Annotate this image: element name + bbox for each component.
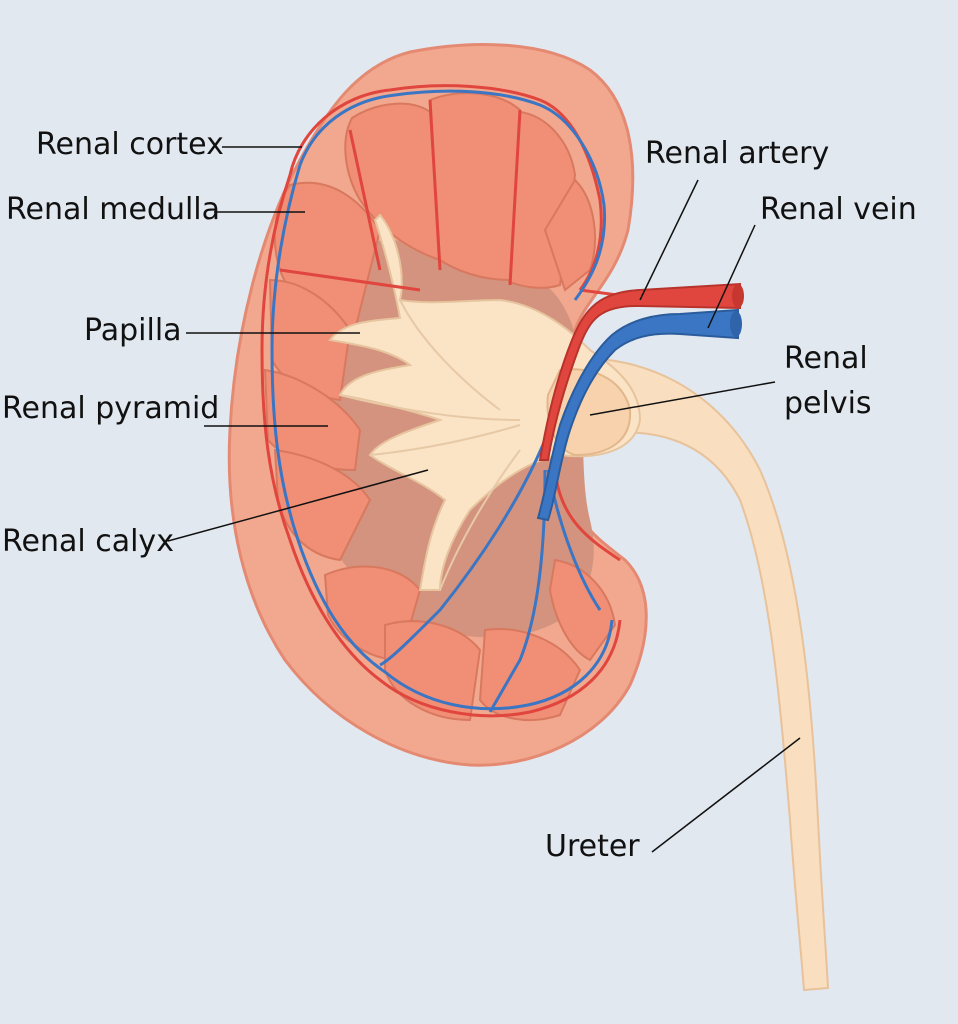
label-renal-medulla: Renal medulla: [6, 192, 221, 227]
label-renal-cortex: Renal cortex: [36, 127, 224, 162]
label-renal-pelvis: Renal pelvis: [784, 336, 872, 426]
label-renal-calyx: Renal calyx: [2, 524, 174, 559]
leader-ureter: [651, 737, 801, 853]
pyramid-8: [273, 448, 372, 562]
leader-lines: [167, 146, 801, 853]
leader-renal-vein: [707, 224, 756, 329]
label-renal-artery: Renal artery: [645, 136, 830, 171]
renal-vein-end: [730, 311, 742, 337]
cortical-arteries: [260, 84, 641, 718]
leader-renal-calyx: [167, 469, 429, 542]
leader-renal-artery: [639, 179, 699, 301]
label-renal-pelvis-line1: Renal: [784, 341, 868, 376]
ureter-shape: [558, 357, 830, 992]
label-ureter: Ureter: [545, 829, 640, 864]
pyramid-12: [548, 558, 617, 662]
leader-renal-pelvis: [589, 381, 776, 416]
cortical-veins: [270, 89, 614, 713]
label-renal-pyramid: Renal pyramid: [2, 391, 220, 426]
pyramid-4: [543, 178, 596, 292]
renal-calyx-shape: [328, 213, 642, 591]
calyx-lines: [339, 299, 521, 591]
renal-vein-vessel: [536, 308, 739, 522]
label-papilla: Papilla: [84, 313, 182, 348]
label-renal-vein: Renal vein: [760, 192, 917, 227]
label-renal-pelvis-line2: pelvis: [784, 386, 872, 421]
pyramid-1: [344, 102, 442, 262]
renal-pyramids: [263, 92, 617, 722]
pyramid-2: [428, 92, 522, 282]
renal-artery-end: [732, 284, 744, 308]
